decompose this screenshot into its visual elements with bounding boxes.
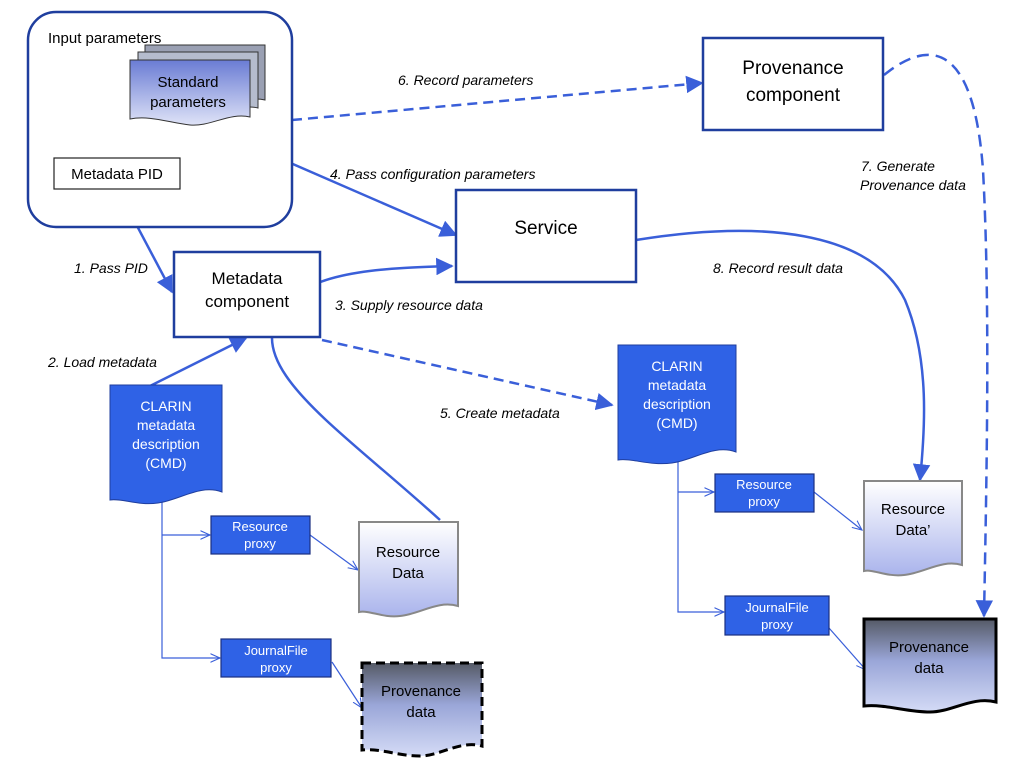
resource-proxy-right: Resource proxy [714,473,815,513]
edge-load-metadata [149,336,248,388]
cmd-document-left: CLARIN metadata description (CMD) [109,384,223,505]
edge-label-7-line1: 7. Generate [861,158,935,174]
cmd-right-line4: (CMD) [656,415,697,431]
cmd-document-right: CLARIN metadata description (CMD) [617,344,737,465]
journalfile-proxy-left-line2: proxy [260,660,292,675]
cmd-right-line3: description [643,396,711,412]
metadata-pid-box: Metadata PID [53,157,181,190]
edge-create-metadata [321,338,614,411]
resource-proxy-left-line1: Resource [232,519,288,534]
standard-parameters-line1: Standard [158,74,219,91]
resource-data-right-line1: Resource [881,501,945,518]
edge-label-1: 1. Pass PID [74,260,148,276]
input-parameters-title: Input parameters [48,30,161,47]
resource-data-left-line2: Data [392,565,424,582]
resource-proxy-right-line1: Resource [736,477,792,492]
resource-data-right: Resource Data’ [863,480,963,577]
edge-record-parameters [291,75,704,122]
cmd-right-line2: metadata [648,377,707,393]
journalfile-proxy-left: JournalFile proxy [220,638,332,678]
resource-data-left: Resource Data [358,521,459,618]
metadata-component-box: Metadata component [172,250,322,339]
edge-record-result-data [635,229,931,482]
metadata-component-line2: component [205,292,289,311]
cmd-left-line1: CLARIN [140,398,191,414]
provenance-data-left: Provenance data [360,661,484,758]
metadata-component-line1: Metadata [212,269,283,288]
edge-label-8: 8. Record result data [713,260,843,276]
left-cmd-tree [161,500,362,708]
edge-label-6: 6. Record parameters [398,72,533,88]
provenance-component-box: Provenance component [701,36,885,132]
provenance-data-right-line2: data [914,660,944,677]
cmd-left-line2: metadata [137,417,196,433]
standard-parameters-docs: Standard parameters [129,44,266,126]
resource-data-left-line1: Resource [376,544,440,561]
provenance-data-right-line1: Provenance [889,639,969,656]
provenance-component-line2: component [746,85,841,106]
right-cmd-tree [677,460,866,670]
provenance-data-right: Provenance data [862,617,998,714]
resource-proxy-left: Resource proxy [210,515,311,555]
edge-label-5: 5. Create metadata [440,405,560,421]
cmd-left-line3: description [132,436,200,452]
metadata-pid-label: Metadata PID [71,166,163,183]
journalfile-proxy-right: JournalFile proxy [724,595,830,636]
edge-label-3: 3. Supply resource data [335,297,483,313]
edge-label-4: 4. Pass configuration parameters [330,166,535,182]
cmd-right-line1: CLARIN [651,358,702,374]
cmd-left-line4: (CMD) [145,455,186,471]
journalfile-proxy-right-line2: proxy [761,617,793,632]
journalfile-proxy-left-line1: JournalFile [244,643,308,658]
provenance-component-line1: Provenance [742,58,843,79]
provenance-data-left-line2: data [406,704,436,721]
resource-proxy-left-line2: proxy [244,536,276,551]
edge-label-2: 2. Load metadata [47,354,157,370]
service-box: Service [454,188,638,284]
edge-generate-provenance [883,53,994,618]
service-label: Service [514,218,577,239]
resource-proxy-right-line2: proxy [748,494,780,509]
resource-data-right-line2: Data’ [895,522,930,539]
standard-parameters-line2: parameters [150,94,226,111]
journalfile-proxy-right-line1: JournalFile [745,600,809,615]
edge-label-7-line2: Provenance data [860,177,966,193]
provenance-data-left-line1: Provenance [381,683,461,700]
